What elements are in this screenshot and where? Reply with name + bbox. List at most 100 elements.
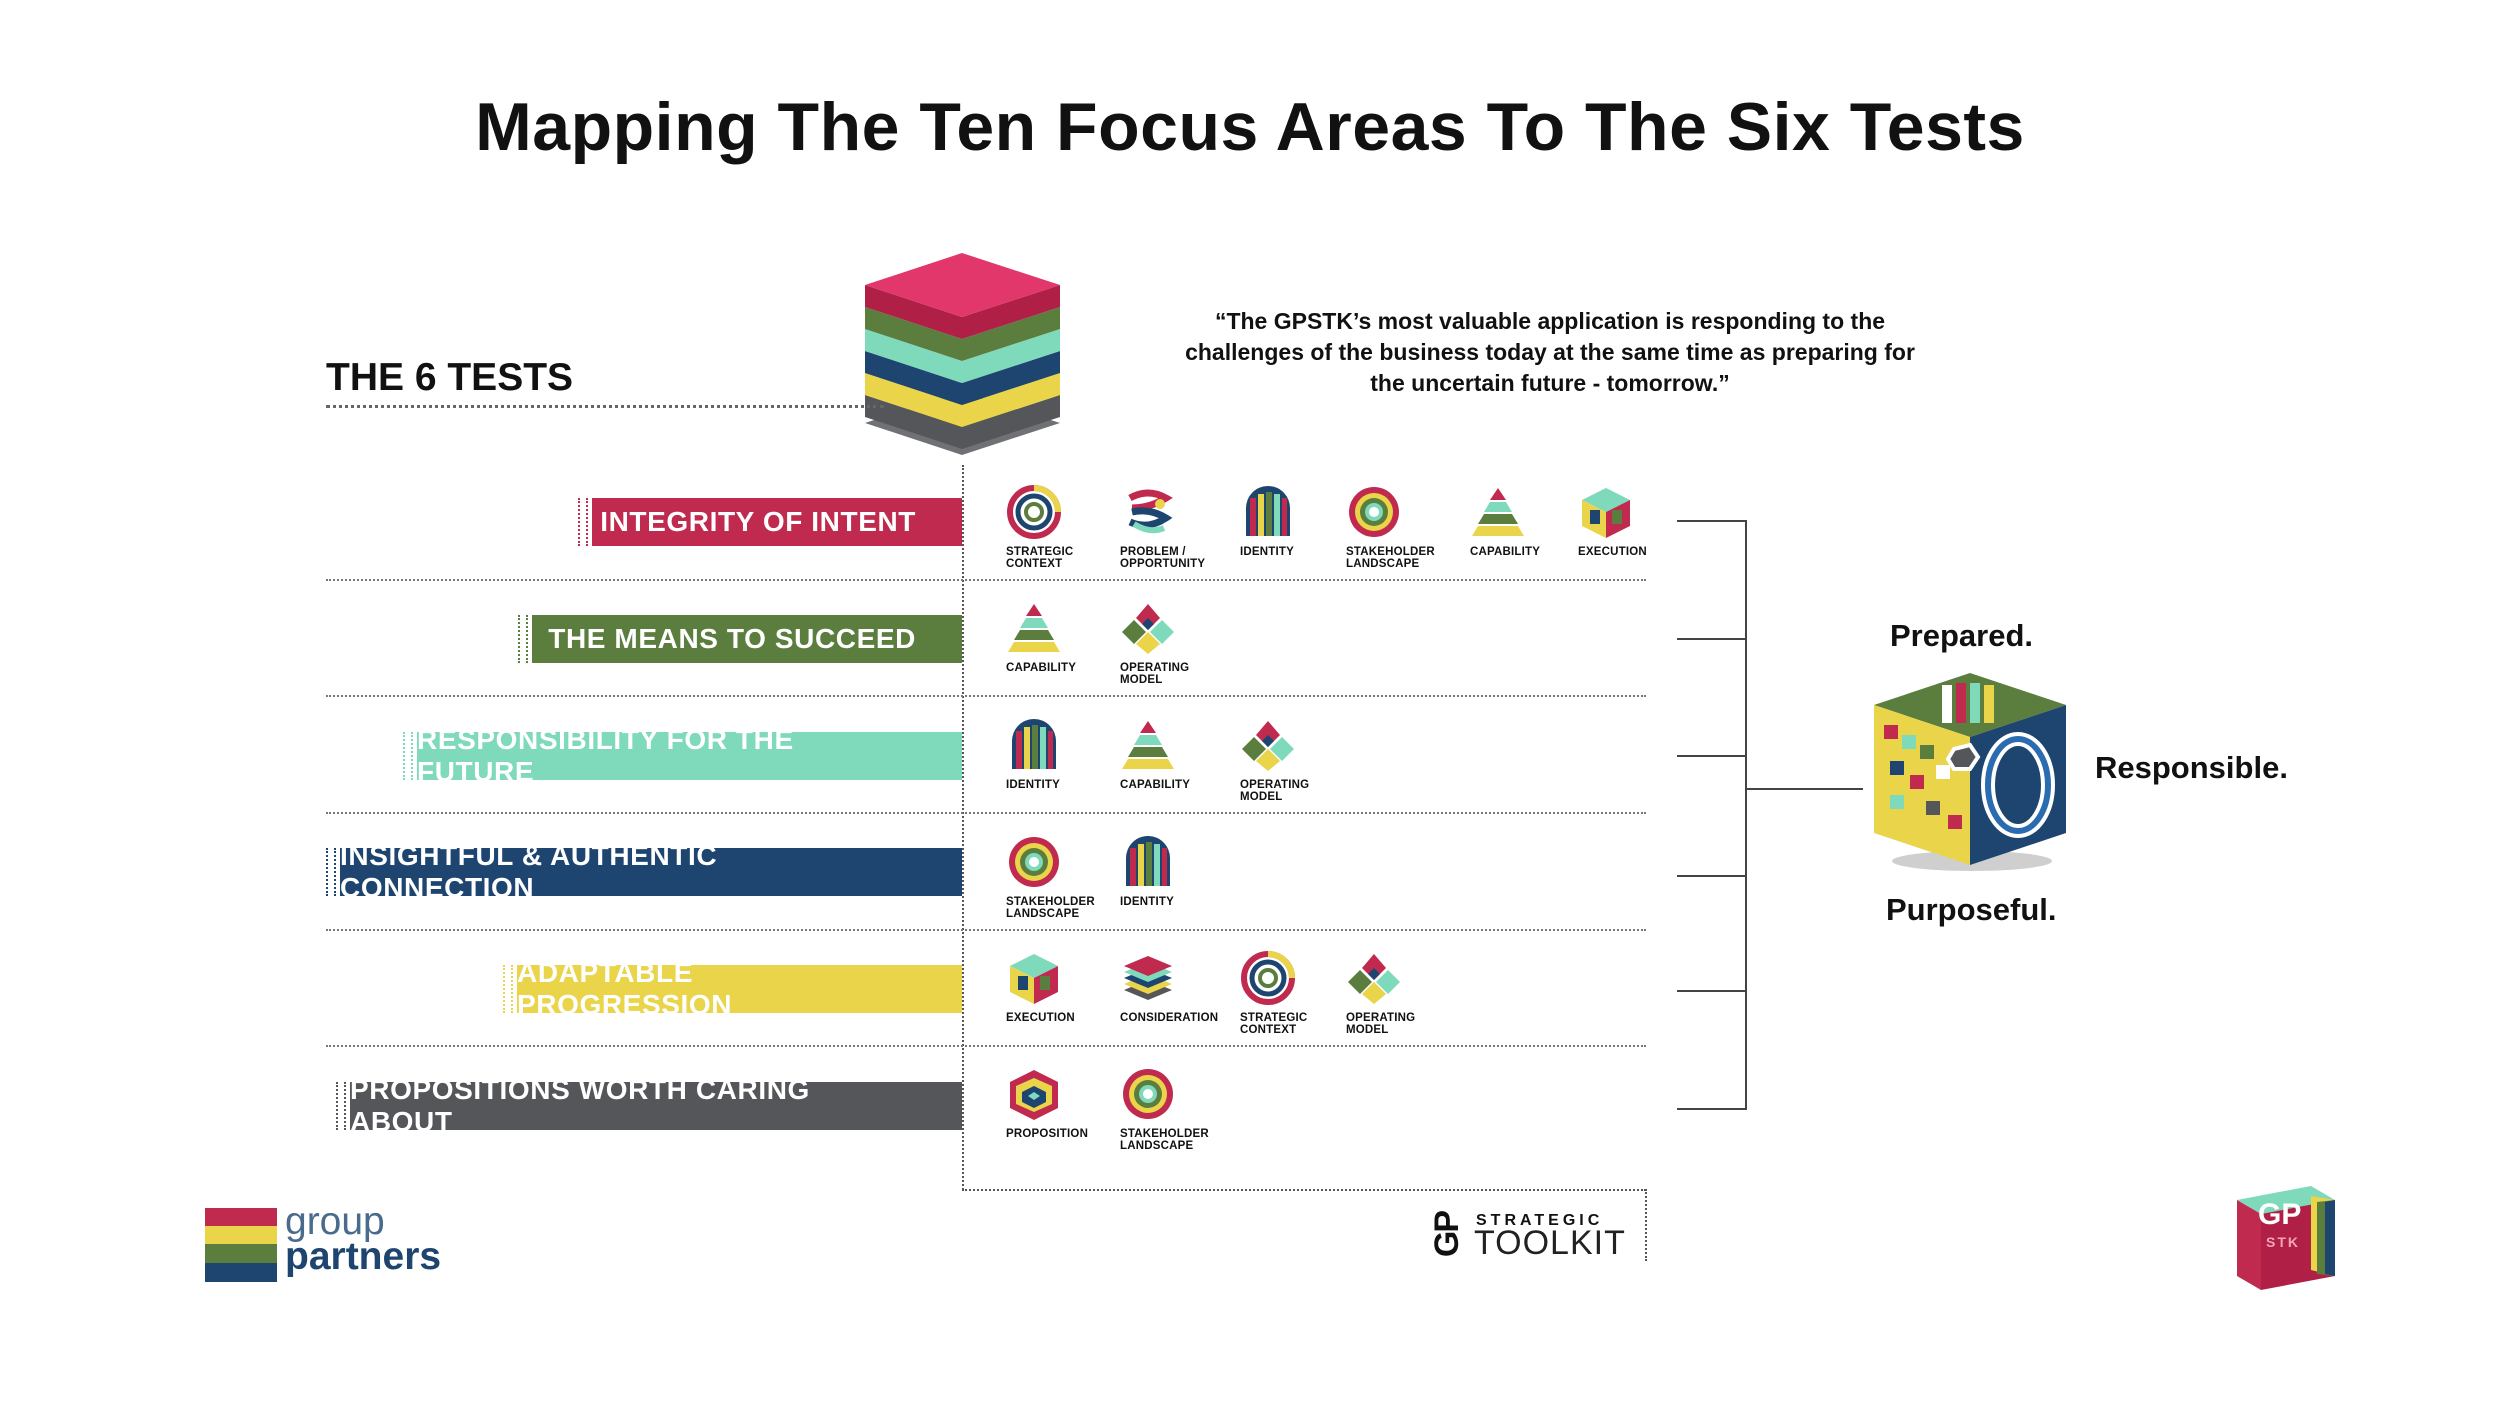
flag-stripe: [205, 1263, 277, 1282]
test-means-to-succeed: THE MEANS TO SUCCEED: [518, 615, 962, 663]
tests-heading: THE 6 TESTS: [326, 356, 574, 399]
toolkit-line-strategic: STRATEGIC: [1476, 1212, 1604, 1229]
focus-area-proposition: PROPOSITION: [1006, 1066, 1116, 1140]
brand-line-partners: partners: [285, 1235, 442, 1278]
test-label: ADAPTABLE PROGRESSION: [517, 957, 733, 1020]
divider-toolkit: [1645, 1189, 1647, 1261]
execution-icon: [1010, 954, 1058, 1004]
test-label: THE MEANS TO SUCCEED: [548, 623, 916, 654]
focus-area-label: CAPABILITY: [1006, 662, 1077, 674]
focus-area-stakeholder-landscape: STAKEHOLDER LANDSCAPE: [1346, 484, 1456, 570]
focus-area-stakeholder-landscape: STAKEHOLDER LANDSCAPE: [1120, 1066, 1230, 1152]
focus-area-label: EXECUTION: [1578, 546, 1647, 558]
focus-area-label: PROBLEM / OPPORTUNITY: [1120, 546, 1206, 570]
focus-area-label: CAPABILITY: [1470, 546, 1541, 558]
gp-stk-cube-icon: [2237, 1186, 2335, 1290]
focus-area-consideration: CONSIDERATION: [1120, 950, 1230, 1024]
test-adaptable-progression: ADAPTABLE PROGRESSION: [503, 957, 962, 1020]
identity-icon: [1126, 836, 1170, 886]
stakeholder-landscape-icon: [1123, 1069, 1173, 1119]
execution-icon: [1582, 488, 1630, 538]
test-insightful-authentic-connection: INSIGHTFUL & AUTHENTIC CONNECTION: [326, 840, 962, 903]
outcome-responsible: Responsible.: [2095, 750, 2288, 785]
row-separator: [326, 812, 1646, 814]
focus-area-strategic-context: STRATEGIC CONTEXT: [1006, 484, 1116, 570]
focus-area-identity: IDENTITY: [1006, 717, 1116, 791]
focus-area-label: EXECUTION: [1006, 1012, 1075, 1024]
focus-area-label: STAKEHOLDER LANDSCAPE: [1120, 1128, 1209, 1152]
bracket-arm: [1677, 990, 1747, 992]
stakeholder-landscape-icon: [1009, 837, 1059, 887]
identity-icon: [1012, 719, 1056, 769]
focus-area-identity: IDENTITY: [1120, 834, 1230, 908]
focus-area-capability: CAPABILITY: [1006, 600, 1116, 674]
operating-model-icon: [1242, 721, 1294, 771]
focus-area-label: STAKEHOLDER LANDSCAPE: [1346, 546, 1435, 570]
operating-model-icon: [1122, 604, 1174, 654]
capability-icon: [1008, 604, 1060, 652]
focus-area-operating-model: OPERATING MODEL: [1240, 717, 1350, 803]
operating-model-icon: [1348, 954, 1400, 1004]
group-partners-flag-icon: [205, 1208, 277, 1282]
bracket-connector: [1745, 788, 1863, 790]
bracket-arm: [1677, 1108, 1747, 1110]
flag-stripe: [205, 1226, 277, 1244]
proposition-icon: [1010, 1070, 1058, 1120]
bracket-spine: [1745, 520, 1747, 1110]
focus-area-capability: CAPABILITY: [1120, 717, 1230, 791]
outcome-prepared: Prepared.: [1890, 618, 2034, 653]
focus-area-label: IDENTITY: [1240, 546, 1294, 558]
divider-bottom: [962, 1189, 1646, 1191]
focus-area-label: CONSIDERATION: [1120, 1012, 1219, 1024]
test-integrity-of-intent: INTEGRITY OF INTENT: [578, 498, 962, 546]
row-separator: [326, 695, 1646, 697]
row-separator: [326, 1045, 1646, 1047]
bar-tick-marks: [326, 848, 336, 896]
focus-area-stakeholder-landscape: STAKEHOLDER LANDSCAPE: [1006, 834, 1116, 920]
focus-area-label: CAPABILITY: [1120, 779, 1191, 791]
stakeholder-landscape-icon: [1349, 487, 1399, 537]
outcome-purposeful: Purposeful.: [1886, 892, 2057, 927]
bar-tick-marks: [518, 615, 528, 663]
bar-tick-marks: [578, 498, 588, 546]
gp-monogram: GP: [1428, 1211, 1467, 1257]
problem-opportunity-icon: [1128, 489, 1173, 534]
focus-area-execution: EXECUTION: [1006, 950, 1116, 1024]
focus-area-strategic-context: STRATEGIC CONTEXT: [1240, 950, 1350, 1036]
test-propositions-worth-caring-about: PROPOSITIONS WORTH CARING ABOUT: [336, 1074, 962, 1137]
test-label: RESPONSIBILITY FOR THE FUTURE: [417, 724, 794, 787]
bar-tick-marks: [503, 965, 513, 1013]
focus-area-label: IDENTITY: [1120, 896, 1174, 908]
brand-line-group: group: [285, 1200, 385, 1243]
focus-area-label: OPERATING MODEL: [1120, 662, 1190, 686]
focus-area-label: STRATEGIC CONTEXT: [1240, 1012, 1308, 1036]
bar-tick-marks: [336, 1082, 346, 1130]
quote: “The GPSTK’s most valuable application i…: [1185, 308, 1915, 396]
focus-area-label: OPERATING MODEL: [1240, 779, 1310, 803]
divider-vertical: [962, 465, 964, 1190]
strategic-context-icon: [1241, 951, 1295, 1005]
flag-stripe: [205, 1244, 277, 1263]
focus-area-label: OPERATING MODEL: [1346, 1012, 1416, 1036]
strategic-context-icon: [1007, 485, 1061, 539]
bracket-arm: [1677, 755, 1747, 757]
focus-area-label: IDENTITY: [1006, 779, 1060, 791]
flag-stripe: [205, 1208, 277, 1226]
focus-area-label: STRATEGIC CONTEXT: [1006, 546, 1074, 570]
toolkit-line-toolkit: TOOLKIT: [1474, 1224, 1626, 1262]
focus-area-identity: IDENTITY: [1240, 484, 1350, 558]
bracket-arm: [1677, 520, 1747, 522]
focus-area-label: PROPOSITION: [1006, 1128, 1089, 1140]
focus-area-execution: EXECUTION: [1578, 484, 1688, 558]
gpstk-cube-icon: [1874, 673, 2066, 871]
layer-stack-icon: [865, 253, 1060, 455]
focus-area-operating-model: OPERATING MODEL: [1120, 600, 1230, 686]
test-label: PROPOSITIONS WORTH CARING ABOUT: [350, 1074, 810, 1137]
test-responsibility-for-the-future: RESPONSIBILITY FOR THE FUTURE: [403, 724, 962, 787]
bracket-arm: [1677, 875, 1747, 877]
focus-area-operating-model: OPERATING MODEL: [1346, 950, 1456, 1036]
capability-icon: [1122, 721, 1174, 769]
page-title: Mapping The Ten Focus Areas To The Six T…: [475, 89, 2025, 165]
row-separator: [326, 929, 1646, 931]
test-label: INSIGHTFUL & AUTHENTIC CONNECTION: [340, 840, 718, 903]
